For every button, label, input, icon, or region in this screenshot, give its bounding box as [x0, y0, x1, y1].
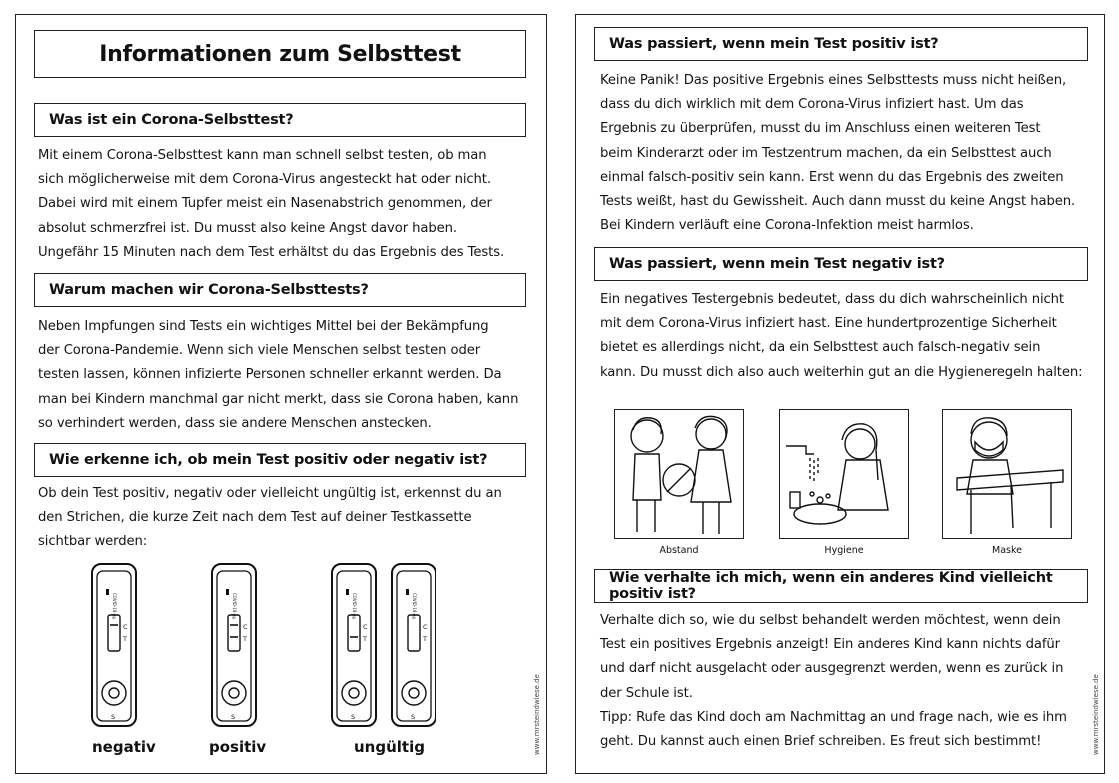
text-line: sich möglicherweise mit dem Corona-Virus… — [38, 172, 491, 188]
text-line: Bei Kindern verläuft eine Corona-Infekti… — [600, 218, 974, 234]
heading-how-to-read: Wie erkenne ich, ob mein Test positiv od… — [34, 443, 526, 477]
text-line: dass du dich wirklich mit dem Corona-Vir… — [600, 97, 1024, 113]
text-line: Ein negatives Testergebnis bedeutet, das… — [600, 292, 1064, 307]
page-left: Informationen zum Selbsttest Was ist ein… — [15, 14, 547, 774]
text-line: man bei Kindern manchmal gar nicht merkt… — [38, 391, 519, 407]
c-mark: C — [363, 623, 368, 631]
text-line: Mit einem Corona-Selbsttest kann man sch… — [38, 148, 487, 163]
page-right: Was passiert, wenn mein Test positiv ist… — [575, 14, 1105, 774]
c-mark: C — [123, 623, 128, 631]
text-line: kann. Du musst dich also auch weiterhin … — [600, 364, 1083, 380]
s-mark: S — [231, 713, 235, 721]
s-mark: S — [111, 713, 115, 721]
text-line: der Schule ist. — [600, 685, 693, 701]
cassette-top-text: COVID-19 Ag — [232, 593, 237, 619]
cassette-top-text: COVID-19 Ag — [352, 593, 357, 619]
handwashing-illustration — [786, 423, 889, 525]
children-distance-illustration — [630, 415, 732, 534]
text-line: testen lassen, können infizierte Persone… — [38, 367, 502, 383]
text-line: geht. Du kannst auch einen Brief schreib… — [600, 734, 1042, 750]
cassette-top-text: COVID-19 Ag — [412, 593, 417, 619]
heading-why-selftests: Warum machen wir Corona-Selbsttests? — [34, 273, 526, 307]
text-line: Tipp: Rufe das Kind doch am Nachmittag a… — [600, 709, 1067, 725]
text-line: bietet es allerdings nicht, da ein Selbs… — [600, 340, 1041, 356]
picture-caption-maske: Maske — [992, 545, 1022, 556]
watermark: www.mrsteindwiese.de — [533, 674, 541, 755]
text-line: Ob dein Test positiv, negativ oder viell… — [38, 486, 502, 501]
watermark: www.mrsteindwiese.de — [1092, 674, 1100, 755]
paragraph-other-child-positive: Verhalte dich so, wie du selbst behandel… — [600, 609, 1084, 754]
cassette-top-text: COVID-19 Ag — [112, 593, 117, 619]
paragraph-test-positive: Keine Panik! Das positive Ergebnis eines… — [600, 69, 1084, 238]
s-mark: S — [351, 713, 355, 721]
text-line: und darf nicht ausgelacht oder ausgegren… — [600, 661, 1064, 677]
c-mark: C — [423, 623, 428, 631]
cassette-ungueltig-1 — [331, 563, 377, 727]
text-line: Keine Panik! Das positive Ergebnis eines… — [600, 73, 1067, 88]
t-mark: T — [422, 635, 427, 643]
text-line: Test ein positives Ergebnis anzeigt! Ein… — [600, 637, 1060, 653]
result-label-ungueltig: ungültig — [354, 738, 425, 756]
test-cassettes-illustration: C T S C T S C T S C T S COVID-19 Ag COVI… — [91, 563, 436, 727]
text-line: Dabei wird mit einem Tupfer meist ein Na… — [38, 196, 492, 212]
heading-test-negative: Was passiert, wenn mein Test negativ ist… — [594, 247, 1088, 281]
text-line: den Strichen, die kurze Zeit nach dem Te… — [38, 510, 472, 526]
picture-caption-abstand: Abstand — [659, 545, 699, 556]
paragraph-why-selftests: Neben Impfungen sind Tests ein wichtiges… — [38, 315, 522, 436]
heading-other-child-positive: Wie verhalte ich mich, wenn ein anderes … — [594, 569, 1088, 603]
text-line: Ungefähr 15 Minuten nach dem Test erhält… — [38, 244, 505, 260]
paragraph-test-negative: Ein negatives Testergebnis bedeutet, das… — [600, 288, 1084, 385]
picture-hygiene — [779, 409, 909, 539]
text-line: beim Kinderarzt oder im Testzentrum mach… — [600, 145, 1052, 161]
cassette-positiv — [211, 563, 257, 727]
text-line: absolut schmerzfrei ist. Du musst also k… — [38, 220, 457, 236]
text-line: Verhalte dich so, wie du selbst behandel… — [600, 613, 1061, 628]
child-with-mask-illustration — [956, 417, 1064, 534]
c-mark: C — [243, 623, 248, 631]
text-line: Neben Impfungen sind Tests ein wichtiges… — [38, 319, 489, 334]
text-line: sichtbar werden: — [38, 534, 148, 550]
heading-test-positive: Was passiert, wenn mein Test positiv ist… — [594, 27, 1088, 61]
t-mark: T — [122, 635, 127, 643]
s-mark: S — [411, 713, 415, 721]
picture-caption-hygiene: Hygiene — [824, 545, 864, 556]
picture-maske — [942, 409, 1072, 539]
heading-what-is-selftest: Was ist ein Corona-Selbsttest? — [34, 103, 526, 137]
t-mark: T — [242, 635, 247, 643]
picture-abstand — [614, 409, 744, 539]
paragraph-what-is-selftest: Mit einem Corona-Selbsttest kann man sch… — [38, 144, 522, 265]
cassette-ungueltig-2 — [391, 563, 436, 727]
result-label-positiv: positiv — [209, 738, 267, 756]
text-line: einmal falsch-positiv sein kann. Erst we… — [600, 169, 1064, 185]
text-line: der Corona-Pandemie. Wenn sich viele Men… — [38, 343, 481, 359]
text-line: Ergebnis zu überprüfen, musst du im Ansc… — [600, 121, 1041, 137]
page-title: Informationen zum Selbsttest — [34, 30, 526, 78]
text-line: so verhindert werden, dass sie andere Me… — [38, 415, 432, 431]
t-mark: T — [362, 635, 367, 643]
paragraph-how-to-read: Ob dein Test positiv, negativ oder viell… — [38, 482, 522, 555]
cassette-negativ — [91, 563, 137, 727]
text-line: Tests weißt, hast du Gewissheit. Auch da… — [600, 194, 1076, 210]
text-line: mit dem Corona-Virus infiziert hast. Ein… — [600, 316, 1057, 332]
result-label-negativ: negativ — [92, 738, 156, 756]
